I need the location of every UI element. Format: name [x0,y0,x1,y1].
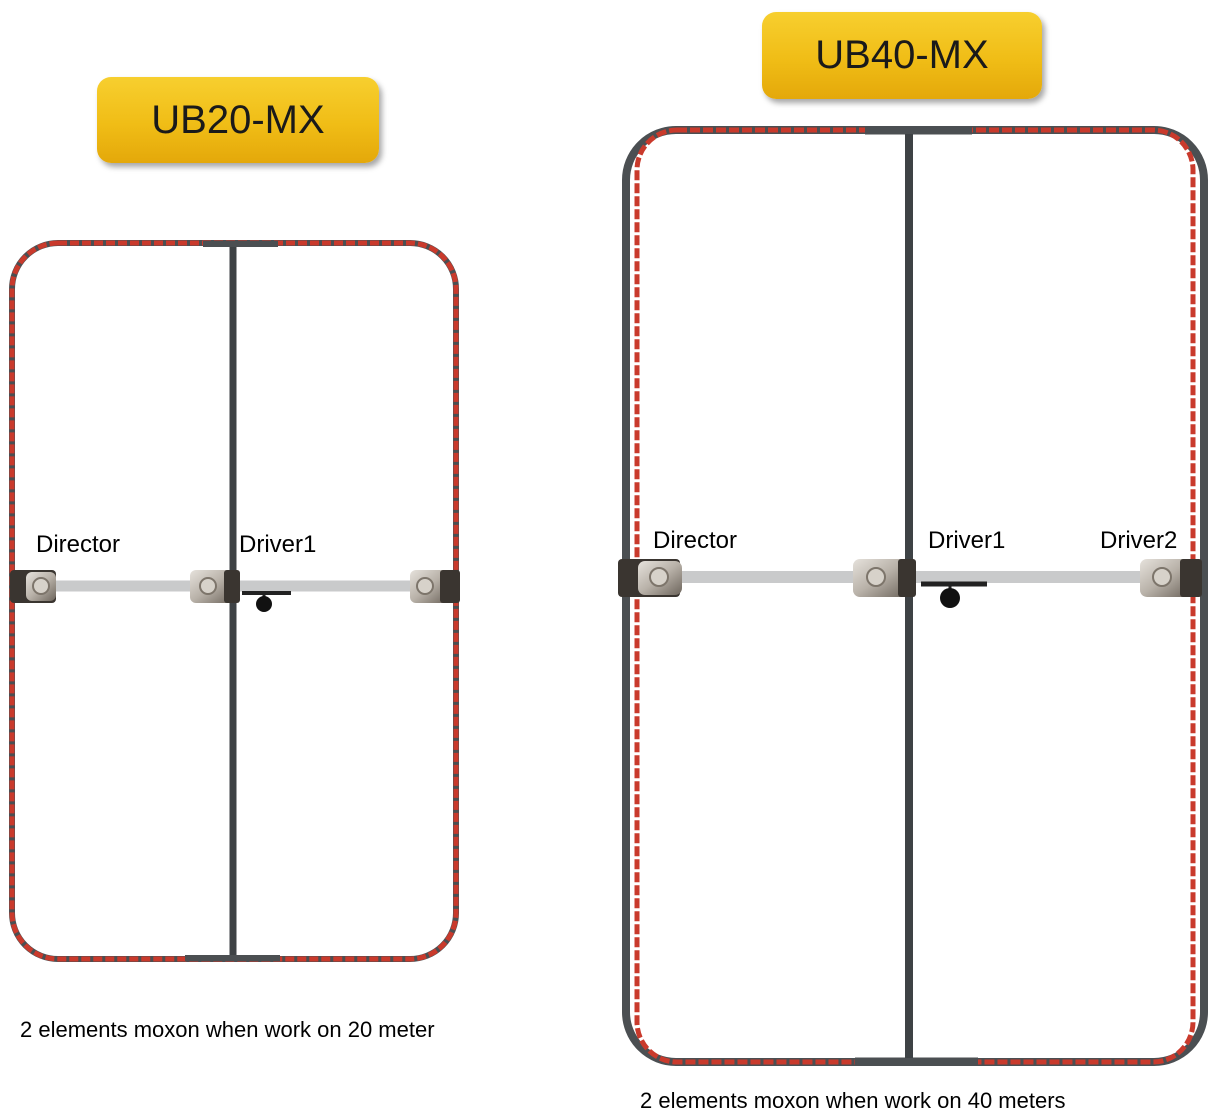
ub20-caption: 2 elements moxon when work on 20 meter [20,1017,435,1042]
ub40-driver1-label: Driver1 [928,527,1006,554]
ub40-title: UB40-MX [815,33,989,77]
ub40-director-label: Director [653,527,738,554]
ub40-caption: 2 elements moxon when work on 40 meters [640,1088,1066,1113]
ub20-title-badge: UB20-MX [97,77,379,163]
ub20-director-hub [10,570,56,603]
ub40-driver2-hub [1140,559,1202,597]
ub40-driver2-label: Driver2 [1100,527,1178,554]
ub20-title: UB20-MX [151,97,325,142]
ub20-feedpoint [242,591,291,612]
ub20-driver1-label: Driver1 [239,531,317,558]
ub20-antenna [9,240,460,962]
ub40-feedpoint [921,581,987,608]
ub40-antenna [618,126,1208,1066]
ub40-title-badge: UB40-MX [762,12,1042,99]
ub20-director-label: Director [36,531,121,558]
ub20-end-hub [410,570,460,603]
ub40-director-hub [618,559,682,597]
ub20-driver1-hub [190,570,240,603]
ub40-driver1-hub [853,559,916,597]
